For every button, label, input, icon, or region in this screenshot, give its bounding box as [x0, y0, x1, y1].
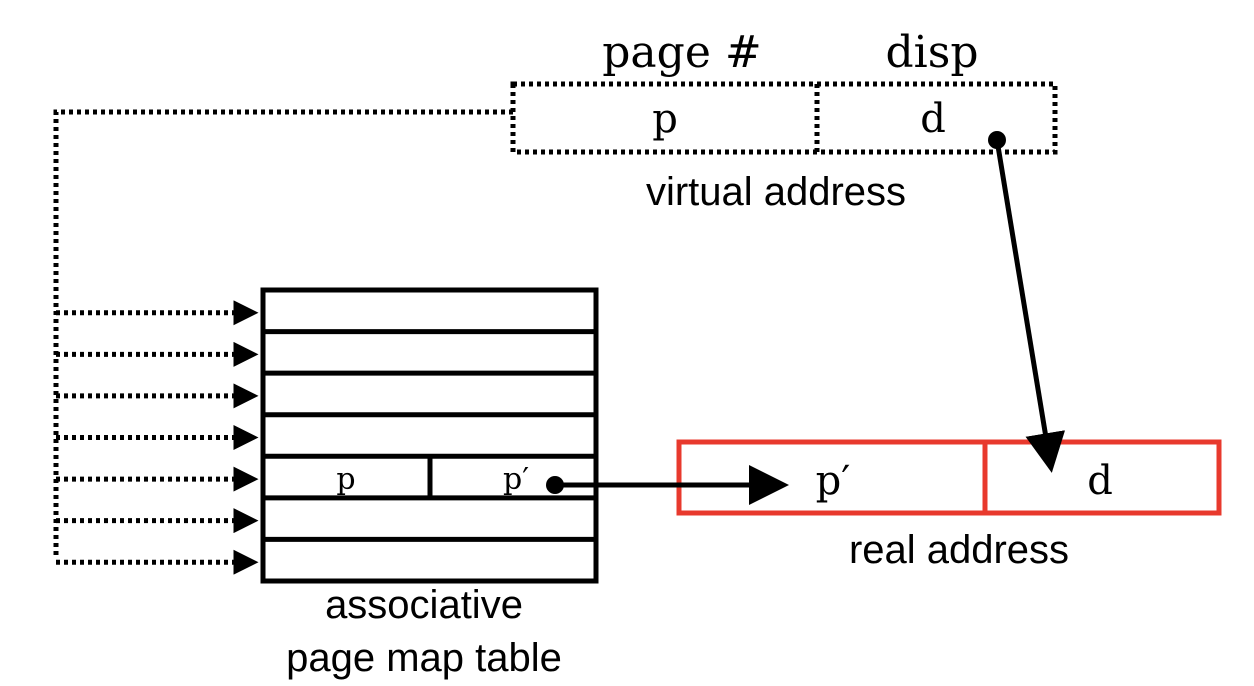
virtual-address: page # disp p d virtual address: [510, 27, 1058, 214]
real-disp-cell: d: [1087, 458, 1113, 504]
virtual-page-cell: p: [652, 96, 678, 142]
table-caption-line-1: associative: [325, 583, 523, 627]
real-address-box: [676, 439, 1222, 516]
real-frame-cell: p′: [816, 458, 851, 504]
associative-page-map-table: p p′ associative page map table: [260, 287, 599, 680]
associative-search-lines: [53, 109, 513, 575]
displacement-arrow: [994, 139, 1066, 473]
table-frame: [260, 287, 599, 584]
table-key-cell: p: [336, 462, 355, 497]
page-number-header: page #: [602, 27, 761, 78]
table-value-cell: p′: [503, 462, 529, 497]
virtual-disp-cell: d: [920, 96, 946, 142]
real-address-caption: real address: [849, 528, 1069, 572]
virtual-address-caption: virtual address: [646, 170, 906, 214]
displacement-header: disp: [886, 27, 979, 78]
table-caption-line-2: page map table: [286, 636, 562, 680]
real-address: p′ d real address: [676, 439, 1222, 572]
page-number-feed-line: [53, 109, 513, 556]
virtual-address-box: [510, 81, 1058, 155]
connectors: [546, 131, 1066, 505]
